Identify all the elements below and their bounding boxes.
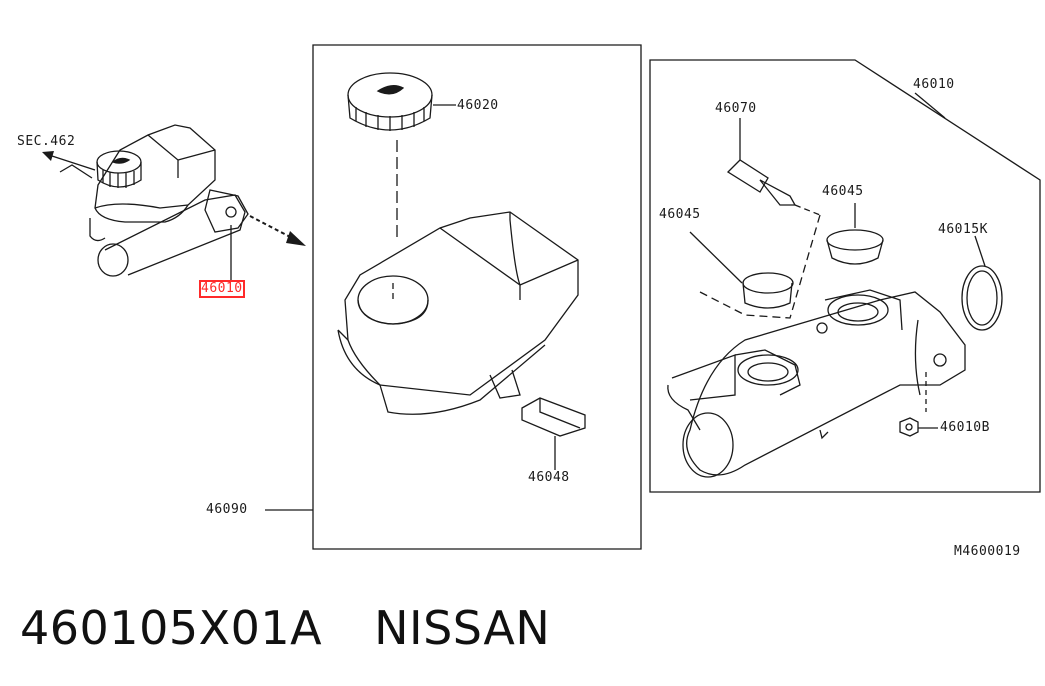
overview-assembly <box>42 125 306 280</box>
cylinder-box <box>650 60 1040 492</box>
label-master-cylinder-part[interactable]: 46010 <box>913 77 955 92</box>
part-number: 460105X01A <box>20 601 323 655</box>
label-sec-462[interactable]: SEC.462 <box>17 134 76 149</box>
label-sensor-part[interactable]: 46048 <box>528 470 570 485</box>
label-cap-part[interactable]: 46020 <box>457 98 499 113</box>
label-nut-part[interactable]: 46010B <box>940 420 990 435</box>
brand-name: NISSAN <box>374 601 551 655</box>
label-oring-part[interactable]: 46015K <box>938 222 988 237</box>
label-reservoir-assy-part[interactable]: 46090 <box>206 502 248 517</box>
reservoir-box <box>265 45 641 549</box>
part-caption: 460105X01A NISSAN <box>20 598 550 662</box>
label-grommet-left-part[interactable]: 46045 <box>659 207 701 222</box>
label-grommet-right-part[interactable]: 46045 <box>822 184 864 199</box>
label-overview-part-highlighted[interactable]: 46010 <box>199 280 245 298</box>
label-pin-part[interactable]: 46070 <box>715 101 757 116</box>
figure-code: M4600019 <box>954 544 1021 559</box>
parts-diagram <box>42 0 1045 590</box>
